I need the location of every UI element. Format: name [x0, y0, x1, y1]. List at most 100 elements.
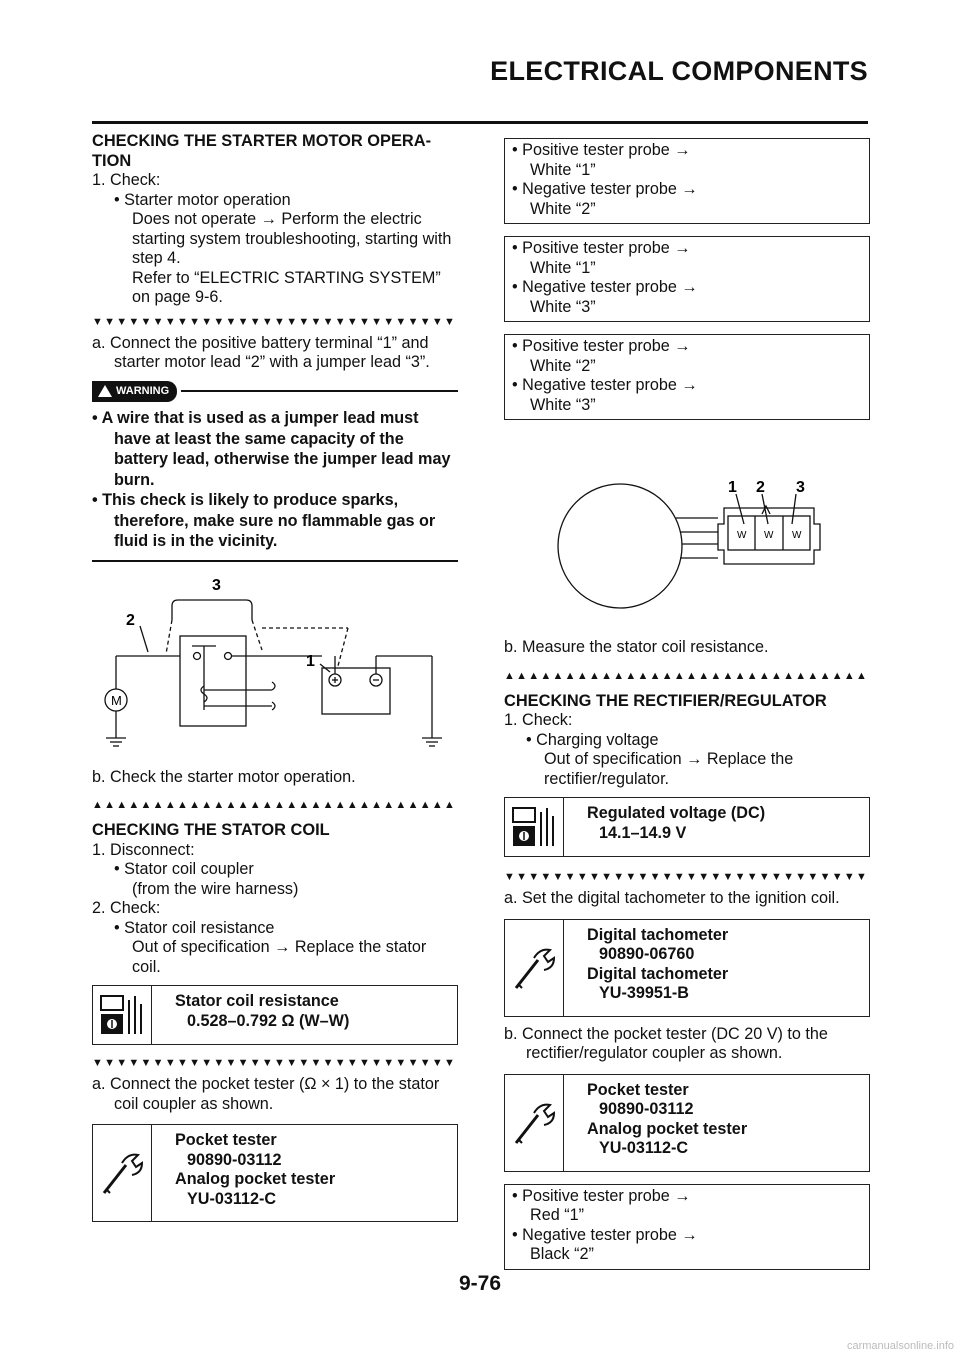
spec-icon: [505, 798, 564, 856]
step-measure-stator: b. Measure the stator coil resistance.: [504, 638, 769, 656]
start-marker: ▼▼▼▼▼▼▼▼▼▼▼▼▼▼▼▼▼▼▼▼▼▼▼▼▼▼▼▼▼▼▼▼▼▼: [92, 315, 458, 328]
coupler-label-1: 1: [728, 479, 737, 496]
bullet-charging-voltage: • Charging voltage: [526, 730, 659, 749]
wrench-icon: [505, 1074, 564, 1171]
spec-title: Stator coil resistance: [175, 992, 339, 1010]
end-marker-2: ▲▲▲▲▲▲▲▲▲▲▲▲▲▲▲▲▲▲▲▲▲▲▲▲▲▲▲▲▲▲▲▲▲▲: [504, 669, 870, 682]
tool-name-2: Analog pocket tester: [587, 1119, 748, 1138]
probe-box-2: • Positive tester probe → White “1” • Ne…: [504, 236, 870, 322]
probe-positive-value: White “1”: [530, 258, 596, 277]
warning-badge: WARNING: [92, 380, 178, 402]
warning-text: • A wire that is used as a jumper lead m…: [92, 402, 458, 560]
step-check-operation: b. Check the starter motor operation.: [92, 767, 356, 786]
header-rule: [92, 121, 868, 124]
stator-symbol: [557, 483, 683, 609]
right-column: • Positive tester probe → White “1” • Ne…: [504, 138, 870, 1270]
tool-number-1: 90890-06760: [599, 945, 695, 963]
probe-positive-value: Red “1”: [530, 1206, 584, 1224]
step-check-2: 2. Check:: [92, 899, 161, 917]
step-connect-tester: a. Connect the pocket tester (Ω × 1) to …: [92, 1075, 440, 1113]
spec-box-regulated: Regulated voltage (DC) 14.1–14.9 V: [504, 797, 870, 857]
warning-item-2: • This check is likely to produce sparks…: [92, 491, 436, 550]
diagram-label-2: 2: [126, 612, 135, 629]
probe-positive: • Positive tester probe →: [512, 1186, 691, 1205]
start-marker-2: ▼▼▼▼▼▼▼▼▼▼▼▼▼▼▼▼▼▼▼▼▼▼▼▼▼▼▼▼▼▼▼▼▼▼: [92, 1057, 458, 1069]
tool-number-1: 90890-03112: [187, 1150, 282, 1169]
step-set-tachometer: a. Set the digital tachometer to the ign…: [504, 889, 840, 907]
coupler-pin-1: W: [737, 530, 747, 541]
note-replace-rectifier: Out of specification → Replace the recti…: [544, 750, 794, 788]
tool-box-pocket-tester-2: Pocket tester 90890-03112 Analog pocket …: [504, 1073, 870, 1172]
probe-box-3: • Positive tester probe → White “2” • Ne…: [504, 334, 870, 420]
tool-name-1: Digital tachometer: [587, 925, 729, 944]
wrench-icon: [93, 1125, 152, 1221]
bullet-stator-resistance: • Stator coil resistance: [114, 918, 275, 937]
step-check: 1. Check:: [92, 171, 161, 189]
tool-name-1: Pocket tester: [175, 1131, 277, 1149]
probe-negative: • Negative tester probe →: [512, 376, 698, 394]
tool-box-pocket-tester: Pocket tester 90890-03112 Analog pocket …: [92, 1124, 458, 1222]
note-troubleshooting: Does not operate → Perform the electric …: [132, 210, 452, 267]
coupler-label-3: 3: [796, 479, 805, 496]
motor-label: M: [111, 693, 122, 708]
probe-positive: • Positive tester probe →: [512, 337, 691, 355]
coupler-label-2: 2: [756, 479, 765, 496]
start-marker-3: ▼▼▼▼▼▼▼▼▼▼▼▼▼▼▼▼▼▼▼▼▼▼▼▼▼▼▼▼▼▼▼▼▼▼: [504, 871, 870, 883]
note-wire-harness: (from the wire harness): [132, 879, 299, 898]
left-column: CHECKING THE STARTER MOTOR OPERA-TION 1.…: [92, 130, 458, 1222]
tool-name-1: Pocket tester: [587, 1080, 689, 1099]
tool-number-2: YU-03112-C: [187, 1189, 277, 1208]
watermark: carmanualsonline.info: [846, 1340, 954, 1352]
probe-positive: • Positive tester probe →: [512, 239, 691, 257]
note-replace-stator: Out of specification → Replace the stato…: [132, 938, 427, 976]
probe-negative-value: White “2”: [530, 199, 596, 218]
probe-negative: • Negative tester probe →: [512, 180, 698, 198]
section-heading-stator: CHECKING THE STATOR COIL: [92, 821, 330, 839]
spec-box-stator: Stator coil resistance 0.528–0.792 Ω (W–…: [92, 985, 458, 1045]
warning-end-rule: [92, 559, 458, 562]
spec-value: 0.528–0.792 Ω (W–W): [187, 1011, 350, 1030]
tool-name-2: Analog pocket tester: [175, 1170, 336, 1188]
warning-item-1: • A wire that is used as a jumper lead m…: [92, 409, 451, 489]
warning-icon: [98, 385, 112, 398]
spec-title: Regulated voltage (DC): [587, 804, 766, 822]
bullet-starter-operation: • Starter motor operation: [114, 190, 291, 209]
warning-label: WARNING: [116, 384, 170, 397]
end-marker: ▲▲▲▲▲▲▲▲▲▲▲▲▲▲▲▲▲▲▲▲▲▲▲▲▲▲▲▲▲▲▲▲▲▲: [92, 799, 458, 811]
probe-positive-value: White “2”: [530, 356, 596, 375]
diagram-label-3: 3: [212, 577, 221, 594]
section-heading-starter: CHECKING THE STARTER MOTOR OPERA-TION: [92, 132, 432, 170]
page-title: ELECTRICAL COMPONENTS: [490, 56, 868, 86]
bullet-stator-coupler: • Stator coil coupler: [114, 860, 254, 878]
probe-negative-value: Black “2”: [530, 1245, 594, 1263]
page-number: 9-76: [458, 1272, 502, 1295]
tool-number-1: 90890-03112: [599, 1100, 694, 1118]
step-disconnect: 1. Disconnect:: [92, 840, 195, 859]
step-connect-pocket-tester: b. Connect the pocket tester (DC 20 V) t…: [504, 1024, 828, 1063]
step-check-3: 1. Check:: [504, 711, 573, 729]
probe-box-final: • Positive tester probe → Red “1” • Nega…: [504, 1183, 870, 1270]
probe-positive: • Positive tester probe →: [512, 141, 691, 159]
starter-wiring-diagram: 3 2 1 M: [104, 577, 442, 747]
tool-box-tachometer: Digital tachometer 90890-06760 Digital t…: [504, 918, 870, 1017]
stator-coupler-diagram: 1 2 3 W W W: [557, 479, 821, 609]
probe-box-1: • Positive tester probe → White “1” • Ne…: [504, 138, 870, 224]
wrench-icon: [505, 919, 564, 1016]
coupler-pin-2: W: [764, 530, 774, 541]
spec-icon: [93, 986, 152, 1044]
step-connect-jumper: a. Connect the positive battery terminal…: [92, 333, 430, 372]
probe-negative: • Negative tester probe →: [512, 1225, 698, 1244]
probe-negative-value: White “3”: [530, 395, 596, 414]
probe-negative-value: White “3”: [530, 297, 596, 316]
note-reference: Refer to “ELECTRIC STARTING SYSTEM” on p…: [132, 268, 441, 307]
tool-number-2: YU-39951-B: [599, 984, 689, 1002]
tool-name-2: Digital tachometer: [587, 964, 729, 983]
coupler-pin-3: W: [792, 530, 802, 541]
probe-negative: • Negative tester probe →: [512, 278, 698, 296]
diagram-label-1: 1: [306, 653, 315, 670]
probe-positive-value: White “1”: [530, 160, 596, 179]
spec-value: 14.1–14.9 V: [599, 823, 687, 842]
warning-header: WARNING: [92, 380, 458, 402]
tool-number-2: YU-03112-C: [599, 1139, 689, 1157]
section-heading-rectifier: CHECKING THE RECTIFIER/REGULATOR: [504, 691, 827, 710]
